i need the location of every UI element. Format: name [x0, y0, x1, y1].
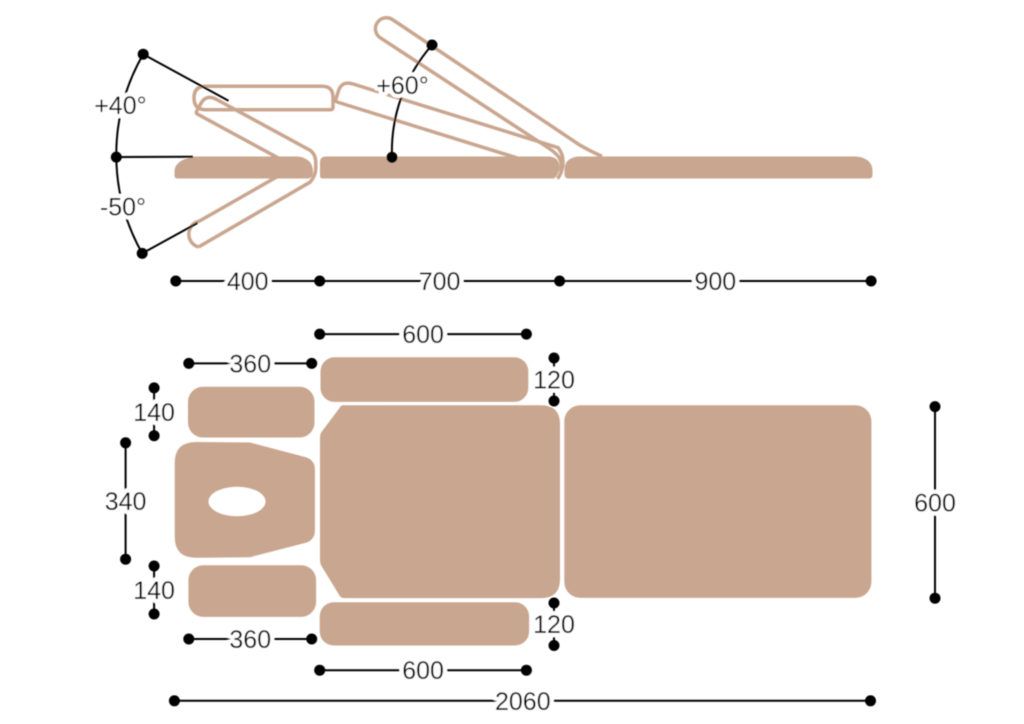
svg-text:2060: 2060 — [495, 688, 551, 716]
svg-text:400: 400 — [227, 268, 269, 296]
svg-text:360: 360 — [229, 350, 271, 378]
svg-text:+60°: +60° — [376, 72, 428, 100]
svg-text:360: 360 — [229, 626, 271, 654]
svg-text:600: 600 — [402, 321, 444, 349]
svg-text:140: 140 — [133, 399, 175, 427]
svg-text:140: 140 — [133, 577, 175, 605]
svg-text:340: 340 — [105, 488, 147, 516]
svg-text:-50°: -50° — [100, 193, 146, 221]
svg-text:+40°: +40° — [94, 92, 146, 120]
svg-text:600: 600 — [402, 657, 444, 685]
svg-text:900: 900 — [694, 268, 736, 296]
svg-text:120: 120 — [533, 611, 575, 639]
svg-text:600: 600 — [914, 489, 956, 517]
svg-text:120: 120 — [533, 367, 575, 395]
svg-text:700: 700 — [419, 268, 461, 296]
